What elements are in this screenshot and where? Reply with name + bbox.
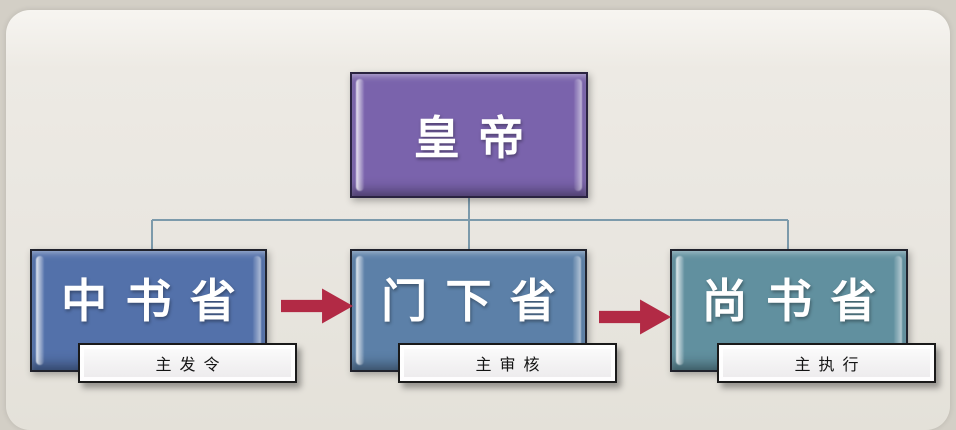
- node-zhongshu-label: 中书省: [61, 273, 255, 328]
- caption-shangshu-label: 主执行: [794, 355, 867, 374]
- connector-lines: [151, 198, 789, 249]
- caption-shangshu: 主执行: [717, 343, 936, 383]
- caption-menxia: 主审核: [398, 343, 617, 383]
- node-emperor-label: 皇帝: [413, 111, 543, 165]
- node-emperor: 皇帝: [350, 72, 588, 198]
- org-chart: 皇帝 中书省 门下省 尚书省 主发令 主审核 主执行: [0, 0, 956, 418]
- caption-zhongshu-label: 主发令: [155, 355, 228, 374]
- caption-menxia-label: 主审核: [475, 355, 548, 374]
- node-menxia-label: 门下省: [381, 273, 575, 328]
- caption-zhongshu: 主发令: [78, 343, 297, 383]
- node-shangshu-label: 尚书省: [701, 273, 895, 328]
